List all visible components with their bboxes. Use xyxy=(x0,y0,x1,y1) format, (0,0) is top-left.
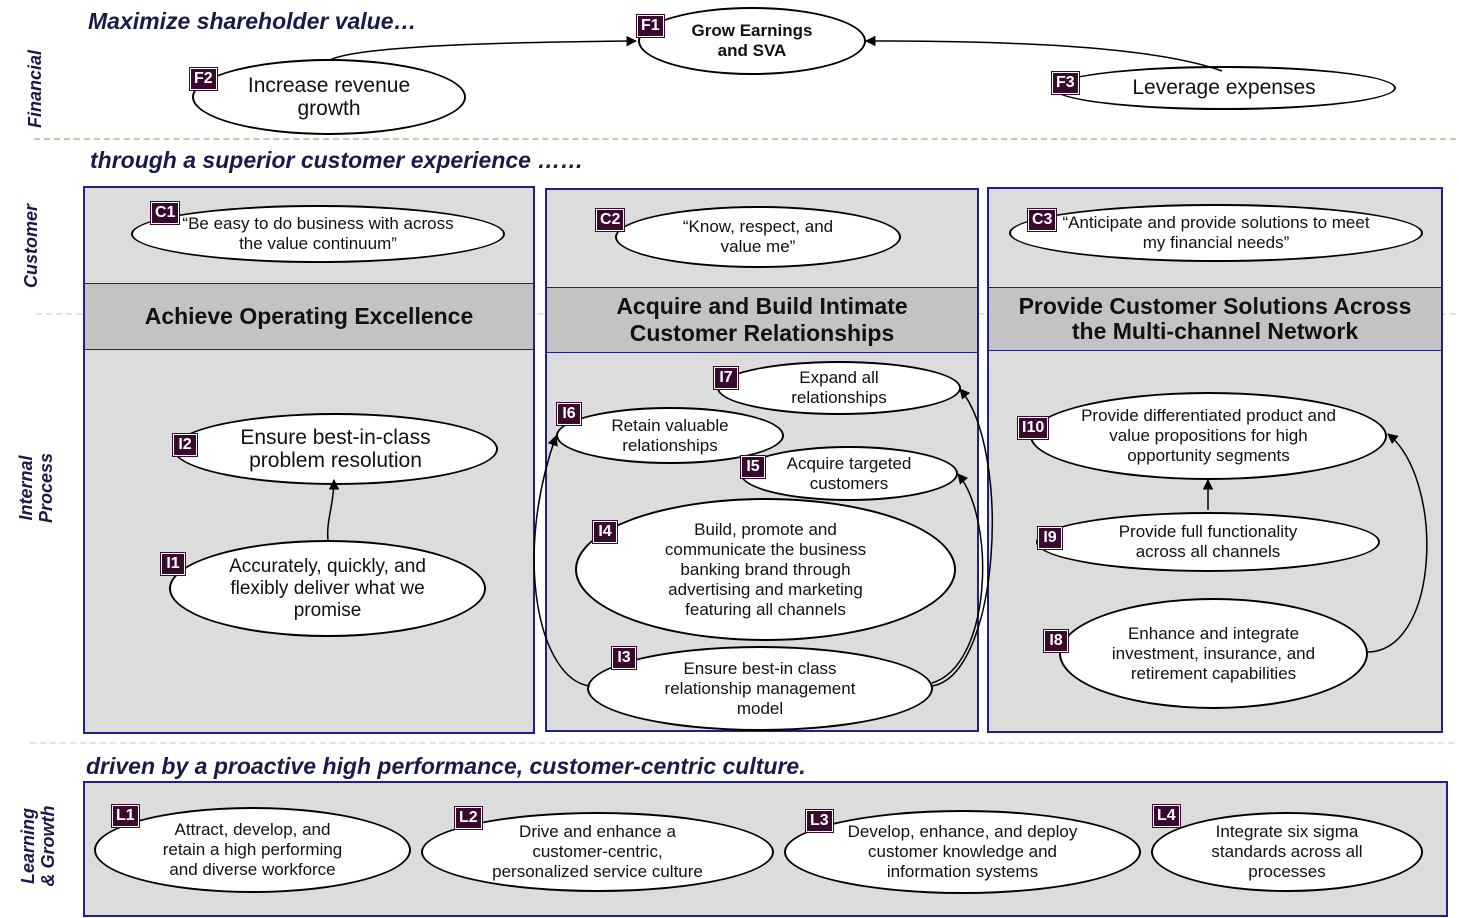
objective-f1: Grow Earnings and SVA xyxy=(638,7,866,75)
objective-i9: Provide full functionality across all ch… xyxy=(1036,512,1380,572)
badge-l2: L2 xyxy=(454,806,483,830)
divider-financial xyxy=(34,138,1456,140)
badge-f3: F3 xyxy=(1051,71,1080,95)
badge-i5: I5 xyxy=(740,455,766,479)
row-label-customer: Customer xyxy=(21,204,41,289)
objective-i2: Ensure best-in-class problem resolution xyxy=(173,413,498,485)
badge-c3: C3 xyxy=(1026,208,1058,232)
theme-multichannel-solutions: Provide Customer Solutions Across the Mu… xyxy=(989,287,1441,351)
objective-c1: “Be easy to do business with across the … xyxy=(131,205,505,263)
badge-l3: L3 xyxy=(805,809,834,833)
tagline-learning: driven by a proactive high performance, … xyxy=(86,753,806,779)
objective-i3: Ensure best-in class relationship manage… xyxy=(587,646,933,731)
row-label-learning-line2: & Growth xyxy=(38,805,58,887)
objective-i4: Build, promote and communicate the busin… xyxy=(575,498,956,641)
badge-f2: F2 xyxy=(189,67,218,91)
badge-i7: I7 xyxy=(713,366,739,390)
badge-l1: L1 xyxy=(111,804,140,828)
objective-i8: Enhance and integrate investment, insura… xyxy=(1059,598,1368,709)
row-label-financial: Financial xyxy=(25,49,45,129)
objective-i7: Expand all relationships xyxy=(717,361,961,415)
objective-i10: Provide differentiated product and value… xyxy=(1030,392,1387,480)
badge-i2: I2 xyxy=(172,433,198,457)
badge-i6: I6 xyxy=(556,402,582,426)
objective-f2: Increase revenue growth xyxy=(192,59,466,135)
badge-c1: C1 xyxy=(149,201,181,225)
objective-l4: Integrate six sigma standards across all… xyxy=(1151,812,1423,892)
badge-i3: I3 xyxy=(611,646,637,670)
badge-i8: I8 xyxy=(1043,629,1069,653)
row-label-learning-growth: Learning & Growth xyxy=(18,796,58,896)
row-label-internal-process: Internal Process xyxy=(16,443,56,533)
badge-f1: F1 xyxy=(636,14,665,38)
objective-l1: Attract, develop, and retain a high perf… xyxy=(94,807,411,893)
tagline-customer: through a superior customer experience …… xyxy=(90,147,584,173)
row-label-learning-line1: Learning xyxy=(18,808,38,885)
tagline-financial: Maximize shareholder value… xyxy=(88,8,417,34)
row-label-internal-line1: Internal xyxy=(16,455,36,521)
badge-i1: I1 xyxy=(160,552,186,576)
objective-c2: “Know, respect, and value me” xyxy=(615,206,901,268)
objective-i5: Acquire targeted customers xyxy=(740,446,958,501)
objective-i1: Accurately, quickly, and flexibly delive… xyxy=(169,540,486,637)
badge-i4: I4 xyxy=(592,520,618,544)
badge-i10: I10 xyxy=(1016,416,1050,440)
objective-c3: “Anticipate and provide solutions to mee… xyxy=(1009,204,1423,262)
theme-intimate-relationships: Acquire and Build Intimate Customer Rela… xyxy=(547,287,977,353)
badge-i9: I9 xyxy=(1037,526,1063,550)
objective-l3: Develop, enhance, and deploy customer kn… xyxy=(784,810,1141,894)
objective-i6: Retain valuable relationships xyxy=(556,407,784,464)
divider-learning xyxy=(30,742,1454,744)
theme-operating-excellence: Achieve Operating Excellence xyxy=(85,283,533,350)
arrow-f2-to-f1 xyxy=(329,35,638,61)
badge-c2: C2 xyxy=(594,208,626,232)
objective-f3: Leverage expenses xyxy=(1052,66,1396,110)
badge-l4: L4 xyxy=(1152,804,1181,828)
row-label-internal-line2: Process xyxy=(36,452,56,524)
